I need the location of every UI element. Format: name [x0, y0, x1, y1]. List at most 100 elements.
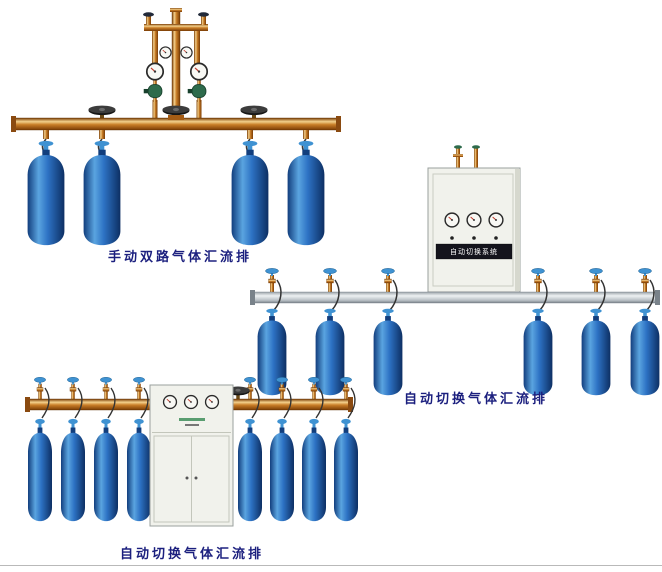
- pressure-gauge: [488, 212, 504, 228]
- pressure-gauge: [180, 46, 193, 59]
- handwheel-valve: [240, 105, 268, 119]
- connection-hose: [74, 387, 83, 419]
- indicator-dot: [450, 236, 454, 240]
- pressure-gauge: [444, 212, 460, 228]
- pipe-end-cap: [25, 397, 30, 412]
- cylinder-valve-riser: [132, 376, 146, 400]
- caption-auto-switch-manifold-bottom: 自动切换气体汇流排: [120, 547, 265, 562]
- cabinet-side-shade: [515, 169, 520, 291]
- gas-cylinder: [94, 418, 118, 522]
- header-pipe-steel: [251, 291, 659, 304]
- drop-fitting: [247, 130, 253, 139]
- pipe-end-cap: [250, 290, 255, 305]
- gas-cylinder: [523, 308, 553, 396]
- cylinder-valve-riser: [381, 267, 395, 292]
- branch-pipe-left: [152, 31, 158, 64]
- pressure-gauge: [159, 46, 172, 59]
- pressure-gauge: [204, 394, 220, 410]
- pipe-tee-fitting: [168, 115, 184, 120]
- gas-cylinder: [83, 140, 121, 246]
- cylinder-valve-riser: [323, 267, 337, 292]
- small-valve-knob: [472, 145, 480, 149]
- regulator-stub-right: [196, 100, 202, 120]
- cylinder-valve-riser: [66, 376, 80, 400]
- gas-cylinder: [127, 418, 151, 522]
- connection-hose: [539, 279, 548, 311]
- connection-hose: [283, 387, 292, 419]
- gas-cylinder: [302, 418, 326, 522]
- manifold-top-assembly: [143, 8, 209, 123]
- illustration-auto-switch-manifold-bottom: [25, 376, 358, 527]
- caption-auto-switch-manifold-right: 自动切换气体汇流排: [404, 392, 549, 407]
- connection-hose: [273, 279, 282, 311]
- pressure-gauge: [466, 212, 482, 228]
- pressure-gauge: [183, 394, 199, 410]
- cylinder-valve-riser: [638, 267, 652, 292]
- cabinet-divider: [152, 432, 231, 433]
- pipe-cap: [170, 8, 182, 12]
- pipe-end-cap: [348, 397, 353, 412]
- door-handle: [185, 476, 189, 480]
- pipe-end-cap: [11, 116, 16, 132]
- page-bottom-divider: [0, 565, 662, 566]
- control-cabinet: [149, 384, 234, 527]
- pipe-end-cap: [655, 290, 660, 305]
- cabinet-label-mark: [185, 424, 199, 426]
- handwheel-valve: [88, 105, 116, 119]
- connection-hose: [389, 279, 398, 311]
- connection-hose: [107, 387, 116, 419]
- regulator-stub-left: [152, 100, 158, 120]
- cabinet-label-mark: [179, 418, 205, 421]
- drop-fitting: [43, 130, 49, 139]
- manifold-main-pipe: [250, 267, 660, 311]
- connection-hose: [41, 387, 50, 419]
- cabinet-name-panel: [435, 243, 513, 260]
- pressure-gauge: [162, 394, 178, 410]
- indicator-dot: [494, 236, 498, 240]
- cabinet-panel-label: 自动切换系统: [450, 247, 498, 256]
- connection-hose: [646, 279, 655, 311]
- cylinder-valve-riser: [339, 376, 353, 400]
- cylinder-valve-riser: [265, 267, 279, 292]
- gas-cylinder: [238, 418, 262, 522]
- small-valve-knob: [454, 145, 462, 149]
- drop-fitting: [303, 130, 309, 139]
- pressure-regulator: [144, 63, 163, 102]
- top-cross-pipe: [144, 24, 208, 31]
- pipe-tee-fitting: [453, 154, 463, 157]
- gas-cylinder: [581, 308, 611, 396]
- cylinder-valve-riser: [531, 267, 545, 292]
- cylinder-valve-riser: [33, 376, 47, 400]
- gas-cylinder: [373, 308, 403, 396]
- connection-hose: [347, 387, 356, 419]
- caption-manual-dual-manifold: 手动双路气体汇流排: [108, 250, 253, 265]
- connection-hose: [140, 387, 149, 419]
- cylinder-valve-riser: [589, 267, 603, 292]
- cabinet-top-pipe: [474, 148, 478, 169]
- connection-hose: [251, 387, 260, 419]
- cabinet-top-pipe: [456, 148, 460, 169]
- top-stub-right: [201, 15, 206, 25]
- cabinet-door-outline: [432, 173, 514, 287]
- indicator-dot: [472, 236, 476, 240]
- small-valve-knob: [198, 12, 209, 17]
- small-valve-knob: [143, 12, 154, 17]
- door-handle: [194, 476, 198, 480]
- cylinder-valve-riser: [275, 376, 289, 400]
- cylinder-valve-riser: [99, 376, 113, 400]
- gas-cylinder: [334, 418, 358, 522]
- illustration-manual-dual-manifold: [11, 8, 341, 246]
- branch-pipe-right: [194, 31, 200, 64]
- gas-cylinder: [27, 140, 65, 246]
- gas-cylinder: [28, 418, 52, 522]
- cylinder-valve-riser: [307, 376, 321, 400]
- cabinet-door-split: [191, 436, 192, 522]
- cabinet-body: [427, 167, 521, 293]
- connection-hose: [597, 279, 606, 311]
- pressure-regulator: [188, 63, 207, 102]
- control-cabinet: 自动切换系统: [427, 145, 521, 293]
- illustration-auto-switch-manifold-right: 自动切换系统: [250, 145, 660, 396]
- gas-cylinder: [630, 308, 660, 396]
- gas-cylinder: [270, 418, 294, 522]
